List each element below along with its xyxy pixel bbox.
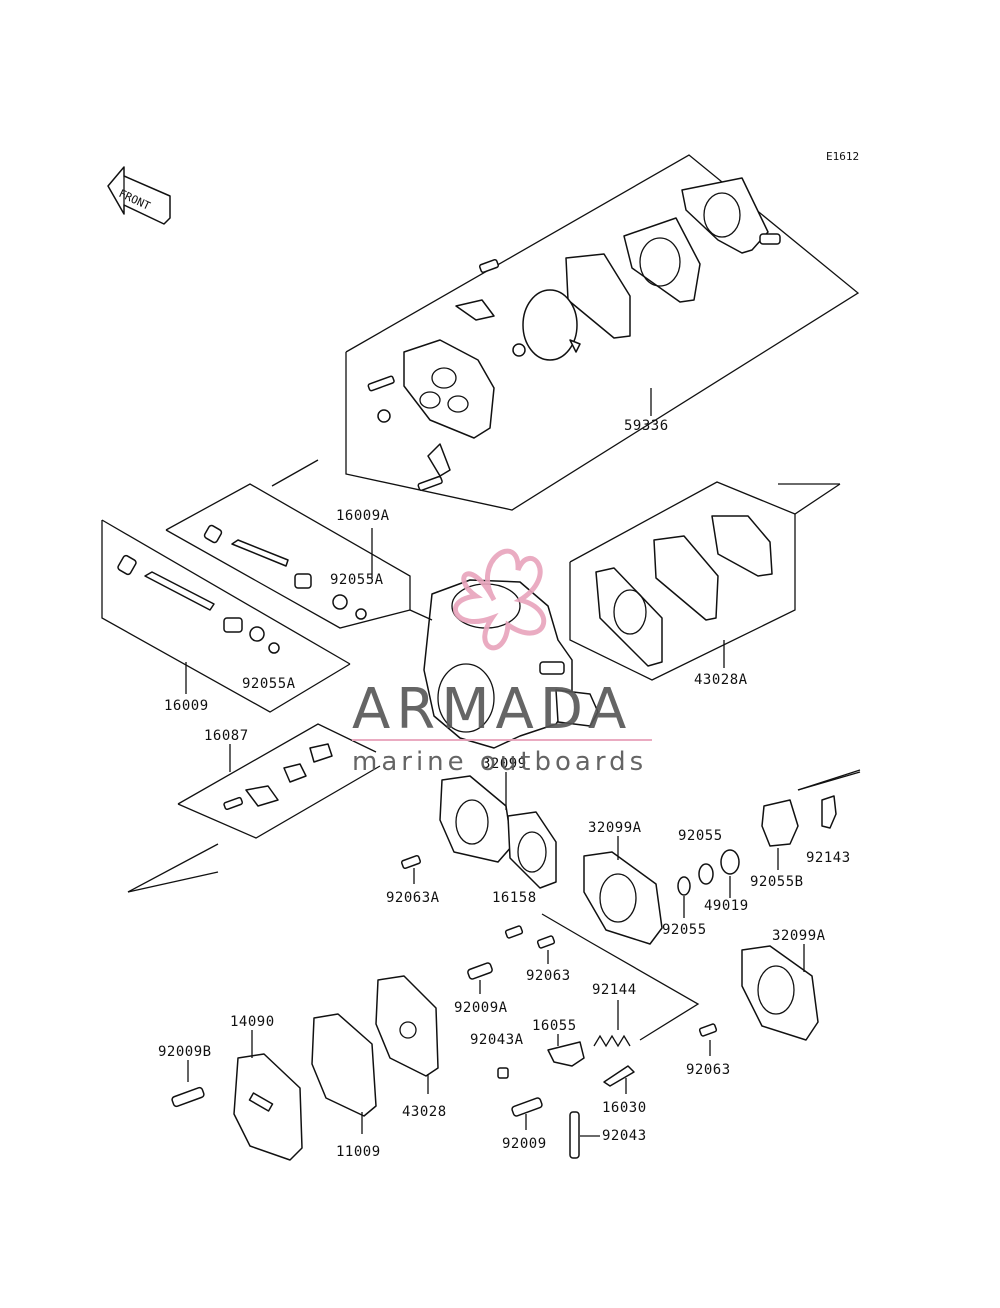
group-43028A-frame <box>569 481 841 681</box>
group-59336-frame <box>345 154 860 511</box>
part-label-92055A-lower: 92055A <box>242 676 296 692</box>
watermark-tagline: marine outboards <box>352 747 647 777</box>
pin-92043 <box>569 1111 580 1159</box>
spring-92144 <box>593 1034 631 1048</box>
gasket-11009 <box>311 1013 377 1117</box>
part-label-92055B: 92055B <box>750 874 804 890</box>
part-label-32099A-upper: 32099A <box>588 820 642 836</box>
part-label-92055-lower: 92055 <box>662 922 707 938</box>
part-label-92063A: 92063A <box>386 890 440 906</box>
bracket-92143 <box>821 795 837 829</box>
part-label-16030: 16030 <box>602 1100 647 1116</box>
part-label-49019: 49019 <box>704 898 749 914</box>
watermark-brand: ARMADA <box>352 677 632 742</box>
part-label-92143: 92143 <box>806 850 851 866</box>
part-label-16055: 16055 <box>532 1018 577 1034</box>
carburetor-body-part <box>423 579 599 749</box>
group-16087-frame <box>177 723 381 839</box>
pump-gasket-part <box>623 217 701 303</box>
part-label-92144: 92144 <box>592 982 637 998</box>
part-label-92055-upper: 92055 <box>678 828 723 844</box>
needle-16030 <box>603 1065 635 1087</box>
part-label-43028A: 43028A <box>694 672 748 688</box>
seal-parts <box>677 849 740 896</box>
cover-14090 <box>233 1053 303 1161</box>
diagram-code: E1612 <box>826 150 859 163</box>
part-label-92063-right: 92063 <box>686 1062 731 1078</box>
part-label-16158: 16158 <box>492 890 537 906</box>
pump-body-part <box>403 339 495 439</box>
pilot-screw-16009 <box>117 554 280 654</box>
check-valve-part <box>455 258 500 321</box>
part-label-92043: 92043 <box>602 1128 647 1144</box>
lever-16055 <box>547 1041 585 1067</box>
part-label-92055A-upper: 92055A <box>330 572 384 588</box>
round-diaphragm-part <box>522 289 581 361</box>
gasket-43028A-parts <box>595 515 773 667</box>
pump-cover-32099A-upper <box>583 851 663 945</box>
part-16158 <box>507 811 557 889</box>
pilot-screw-16009A <box>203 524 367 620</box>
part-label-43028: 43028 <box>402 1104 447 1120</box>
part-label-16009A: 16009A <box>336 508 390 524</box>
group-16009-frame <box>101 519 351 713</box>
armada-logo-icon <box>453 548 547 651</box>
part-label-59336: 59336 <box>624 418 669 434</box>
pump-cover-32099 <box>439 775 513 863</box>
part-label-92009B: 92009B <box>158 1044 212 1060</box>
group-16009A-frame <box>165 483 411 629</box>
part-label-16087: 16087 <box>204 728 249 744</box>
part-label-32099: 32099 <box>482 756 527 772</box>
armada-watermark: ARMADA marine outboards <box>352 548 652 777</box>
front-arrow-icon: FRONT <box>107 166 171 225</box>
part-label-16009: 16009 <box>164 698 209 714</box>
part-label-92009: 92009 <box>502 1136 547 1152</box>
screw-part <box>367 343 526 492</box>
cap-92055B <box>761 799 799 847</box>
part-label-32099A-lower: 32099A <box>772 928 826 944</box>
throttle-stop-16087 <box>223 743 333 811</box>
pump-cover-part <box>681 177 781 254</box>
pump-cover-32099A-lower <box>741 945 819 1041</box>
diaphragm-43028 <box>375 975 439 1077</box>
part-label-92063-center: 92063 <box>526 968 571 984</box>
part-label-11009: 11009 <box>336 1144 381 1160</box>
part-label-14090: 14090 <box>230 1014 275 1030</box>
part-label-92009A: 92009A <box>454 1000 508 1016</box>
part-label-92043A: 92043A <box>470 1032 524 1048</box>
